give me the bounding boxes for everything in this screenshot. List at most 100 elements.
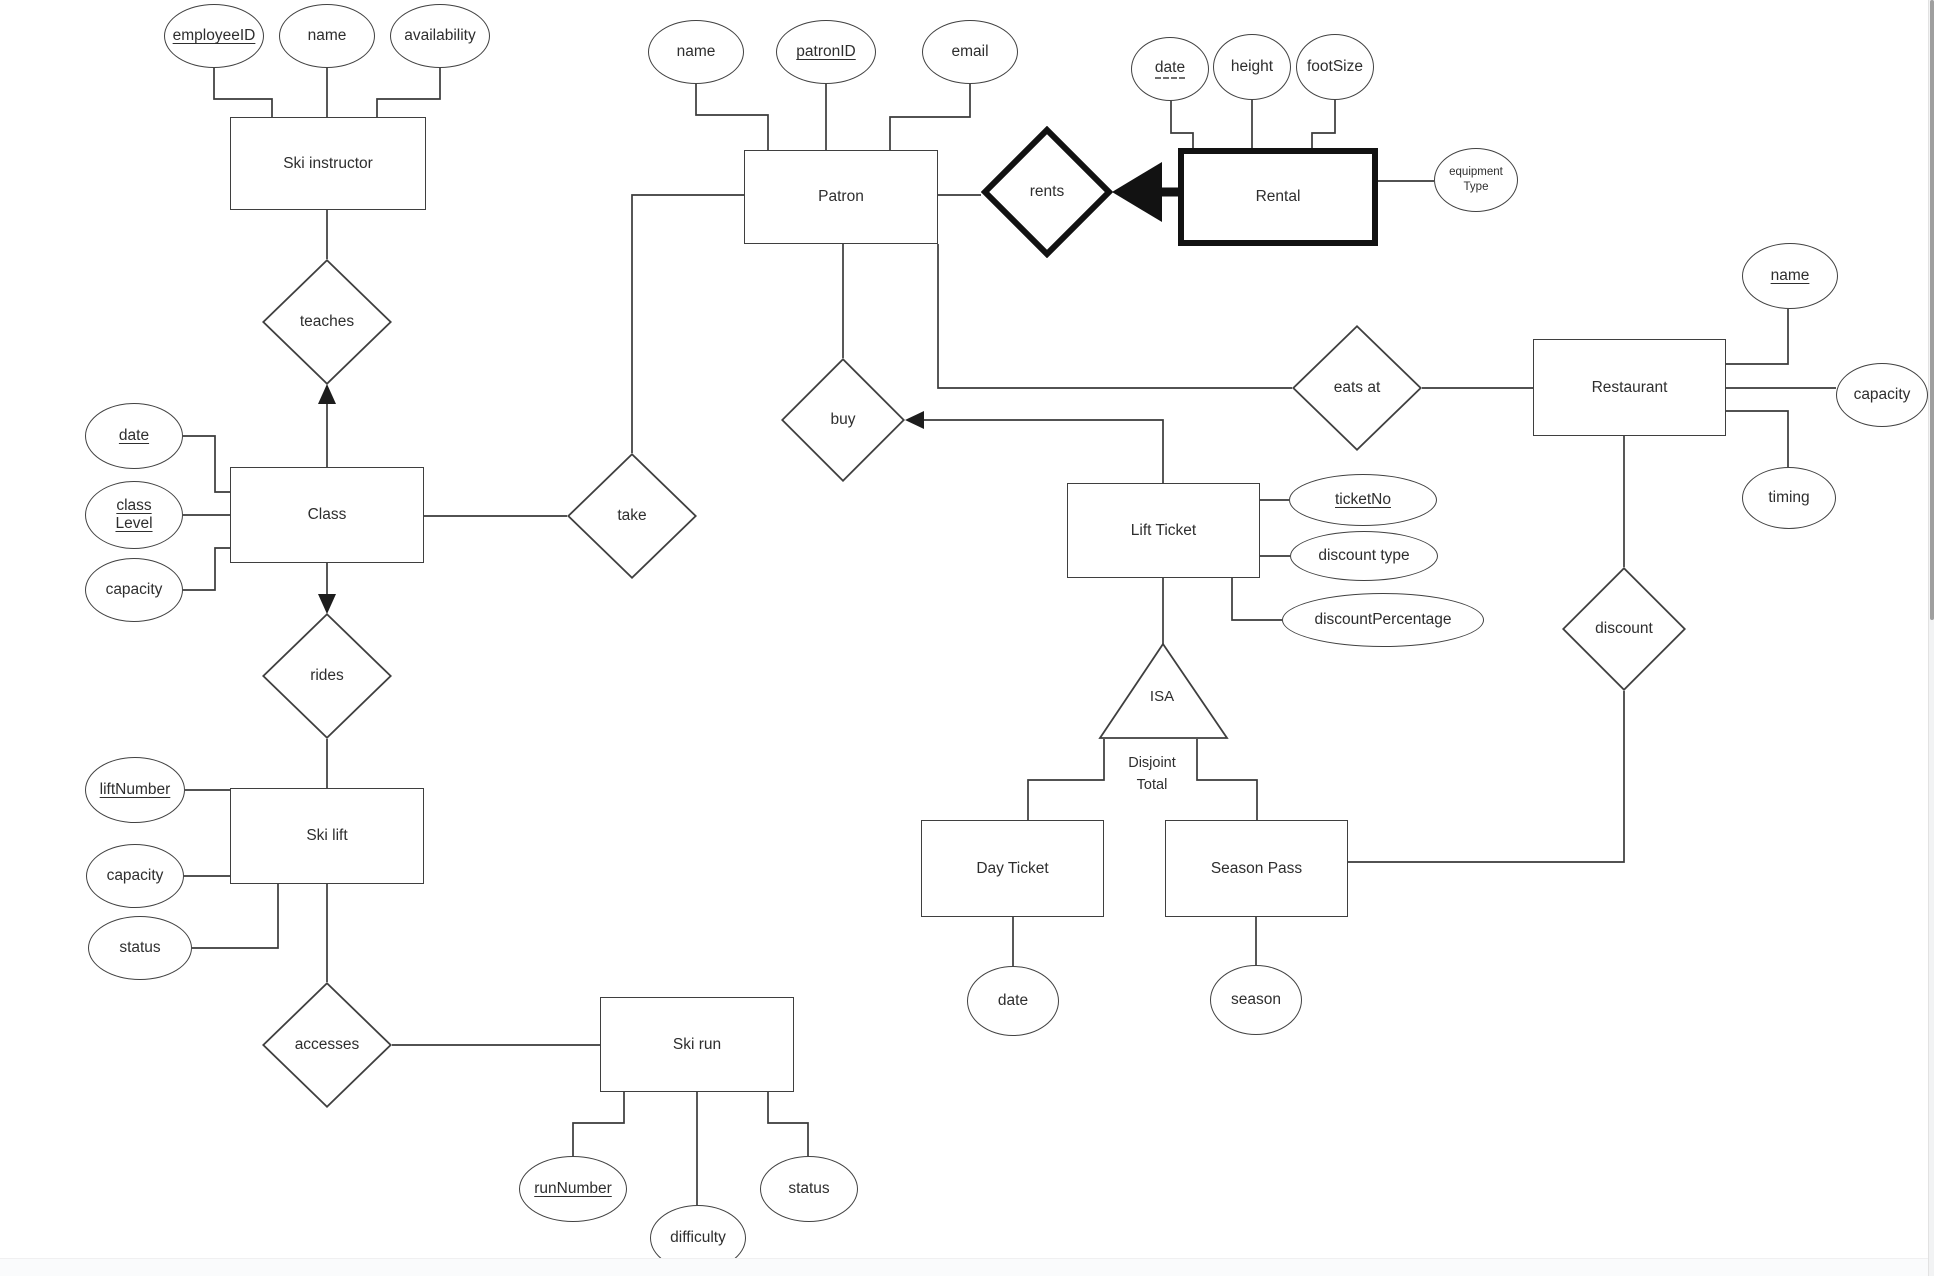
entity-lift-ticket[interactable]: Lift Ticket	[1067, 483, 1260, 578]
relationship-accesses[interactable]: accesses	[262, 982, 392, 1108]
entity-class[interactable]: Class	[230, 467, 424, 563]
attribute-patron-id[interactable]: patronID	[776, 20, 876, 84]
attribute-label-line2: Type	[1463, 181, 1489, 193]
attribute-day-ticket-date[interactable]: date	[967, 966, 1059, 1036]
diamond-shape	[981, 126, 1113, 258]
diamond-shape	[262, 259, 392, 385]
attribute-email[interactable]: email	[922, 20, 1018, 84]
relationship-label: rents	[1029, 183, 1065, 200]
attribute-label: runNumber	[534, 1180, 612, 1198]
relationship-buy[interactable]: buy	[781, 358, 905, 482]
isa-constraint-label: Disjoint Total	[1092, 752, 1212, 796]
attribute-label: discountPercentage	[1314, 611, 1452, 629]
canvas-bottom-edge	[0, 1258, 1928, 1276]
relationship-discount[interactable]: discount	[1562, 567, 1686, 691]
arrowhead-into-rides	[318, 594, 336, 614]
attribute-label: capacity	[106, 867, 164, 885]
scrollbar-thumb[interactable]	[1930, 0, 1934, 620]
attribute-label: name	[307, 27, 347, 45]
entity-patron[interactable]: Patron	[744, 150, 938, 244]
attribute-lift-number[interactable]: liftNumber	[85, 757, 185, 823]
attribute-label: status	[119, 939, 161, 957]
attribute-rental-date[interactable]: date	[1131, 37, 1209, 101]
attribute-foot-size[interactable]: footSize	[1296, 34, 1374, 100]
attribute-label: name	[1770, 267, 1810, 285]
attribute-restaurant-capacity[interactable]: capacity	[1836, 363, 1928, 427]
attribute-run-number[interactable]: runNumber	[519, 1156, 627, 1222]
relationship-label: take	[617, 507, 647, 524]
attribute-timing[interactable]: timing	[1742, 467, 1836, 529]
attribute-instructor-name[interactable]: name	[279, 4, 375, 68]
arrowhead-into-buy	[905, 411, 924, 429]
attribute-label: height	[1230, 58, 1274, 76]
entity-ski-run[interactable]: Ski run	[600, 997, 794, 1092]
entity-label: Rental	[1255, 188, 1301, 205]
attribute-label: timing	[1768, 489, 1810, 507]
entity-label: Ski run	[672, 1035, 722, 1053]
attribute-run-status[interactable]: status	[760, 1156, 858, 1222]
attribute-ticket-no[interactable]: ticketNo	[1289, 474, 1437, 526]
relationship-label: accesses	[294, 1036, 360, 1053]
diamond-shape	[781, 358, 905, 482]
relationship-eats-at[interactable]: eats at	[1292, 325, 1422, 451]
attribute-discount-type[interactable]: discount type	[1290, 531, 1438, 581]
triangle-shape	[1094, 640, 1234, 743]
isa-triangle[interactable]	[1094, 640, 1234, 743]
attribute-label: date	[1154, 59, 1186, 80]
attribute-label: date	[997, 992, 1029, 1010]
attribute-height[interactable]: height	[1213, 34, 1291, 100]
relationship-rents[interactable]: rents	[981, 126, 1113, 258]
attribute-label: discount type	[1318, 547, 1410, 565]
attribute-label: availability	[404, 27, 476, 45]
attribute-employee-id[interactable]: employeeID	[164, 4, 264, 68]
attribute-lift-status[interactable]: status	[88, 916, 192, 980]
attribute-label: season	[1231, 991, 1281, 1009]
isa-constraint-line2: Total	[1136, 777, 1168, 793]
attribute-label-line1: equipment	[1449, 166, 1503, 179]
attribute-lift-capacity[interactable]: capacity	[86, 844, 184, 908]
relationship-label: teaches	[299, 313, 355, 330]
entity-label: Ski instructor	[283, 154, 373, 172]
attribute-label: employeeID	[172, 27, 256, 45]
isa-constraint-line1: Disjoint	[1128, 755, 1176, 771]
entity-season-pass[interactable]: Season Pass	[1165, 820, 1348, 917]
attribute-class-level[interactable]: class Level	[85, 481, 183, 549]
entity-restaurant[interactable]: Restaurant	[1533, 339, 1726, 436]
relationship-label: rides	[310, 667, 344, 684]
entity-label: Patron	[818, 188, 864, 205]
attribute-label: capacity	[1853, 386, 1911, 404]
attribute-patron-name[interactable]: name	[648, 20, 744, 84]
entity-label: Ski lift	[306, 827, 348, 844]
attribute-class-capacity[interactable]: capacity	[85, 558, 183, 622]
entity-ski-lift[interactable]: Ski lift	[230, 788, 424, 884]
attribute-season[interactable]: season	[1210, 965, 1302, 1035]
attribute-equipment-type[interactable]: equipment Type	[1434, 148, 1518, 212]
relationship-rides[interactable]: rides	[262, 613, 392, 739]
attribute-label: ticketNo	[1335, 491, 1391, 509]
attribute-label: patronID	[796, 43, 856, 61]
attribute-label-line1: class	[116, 497, 152, 515]
entity-day-ticket[interactable]: Day Ticket	[921, 820, 1104, 917]
relationship-label: eats at	[1333, 379, 1381, 396]
relationship-teaches[interactable]: teaches	[262, 259, 392, 385]
entity-label: Lift Ticket	[1130, 521, 1197, 539]
relationship-take[interactable]: take	[567, 453, 697, 579]
attribute-availability[interactable]: availability	[390, 4, 490, 68]
attribute-label: name	[676, 43, 716, 61]
attribute-label: status	[788, 1180, 830, 1198]
attribute-label: footSize	[1306, 58, 1363, 76]
relationship-label: buy	[830, 411, 856, 428]
attribute-label: liftNumber	[99, 781, 171, 799]
diamond-shape	[262, 982, 392, 1108]
entity-ski-instructor[interactable]: Ski instructor	[230, 117, 426, 210]
attribute-class-date[interactable]: date	[85, 403, 183, 469]
entity-rental[interactable]: Rental	[1178, 148, 1378, 246]
attribute-restaurant-name[interactable]: name	[1742, 243, 1838, 309]
attribute-discount-percentage[interactable]: discountPercentage	[1282, 593, 1484, 647]
diamond-shape	[262, 613, 392, 739]
scrollbar-track[interactable]	[1928, 0, 1934, 1276]
entity-label: Class	[307, 506, 347, 523]
attribute-label: email	[951, 43, 989, 61]
